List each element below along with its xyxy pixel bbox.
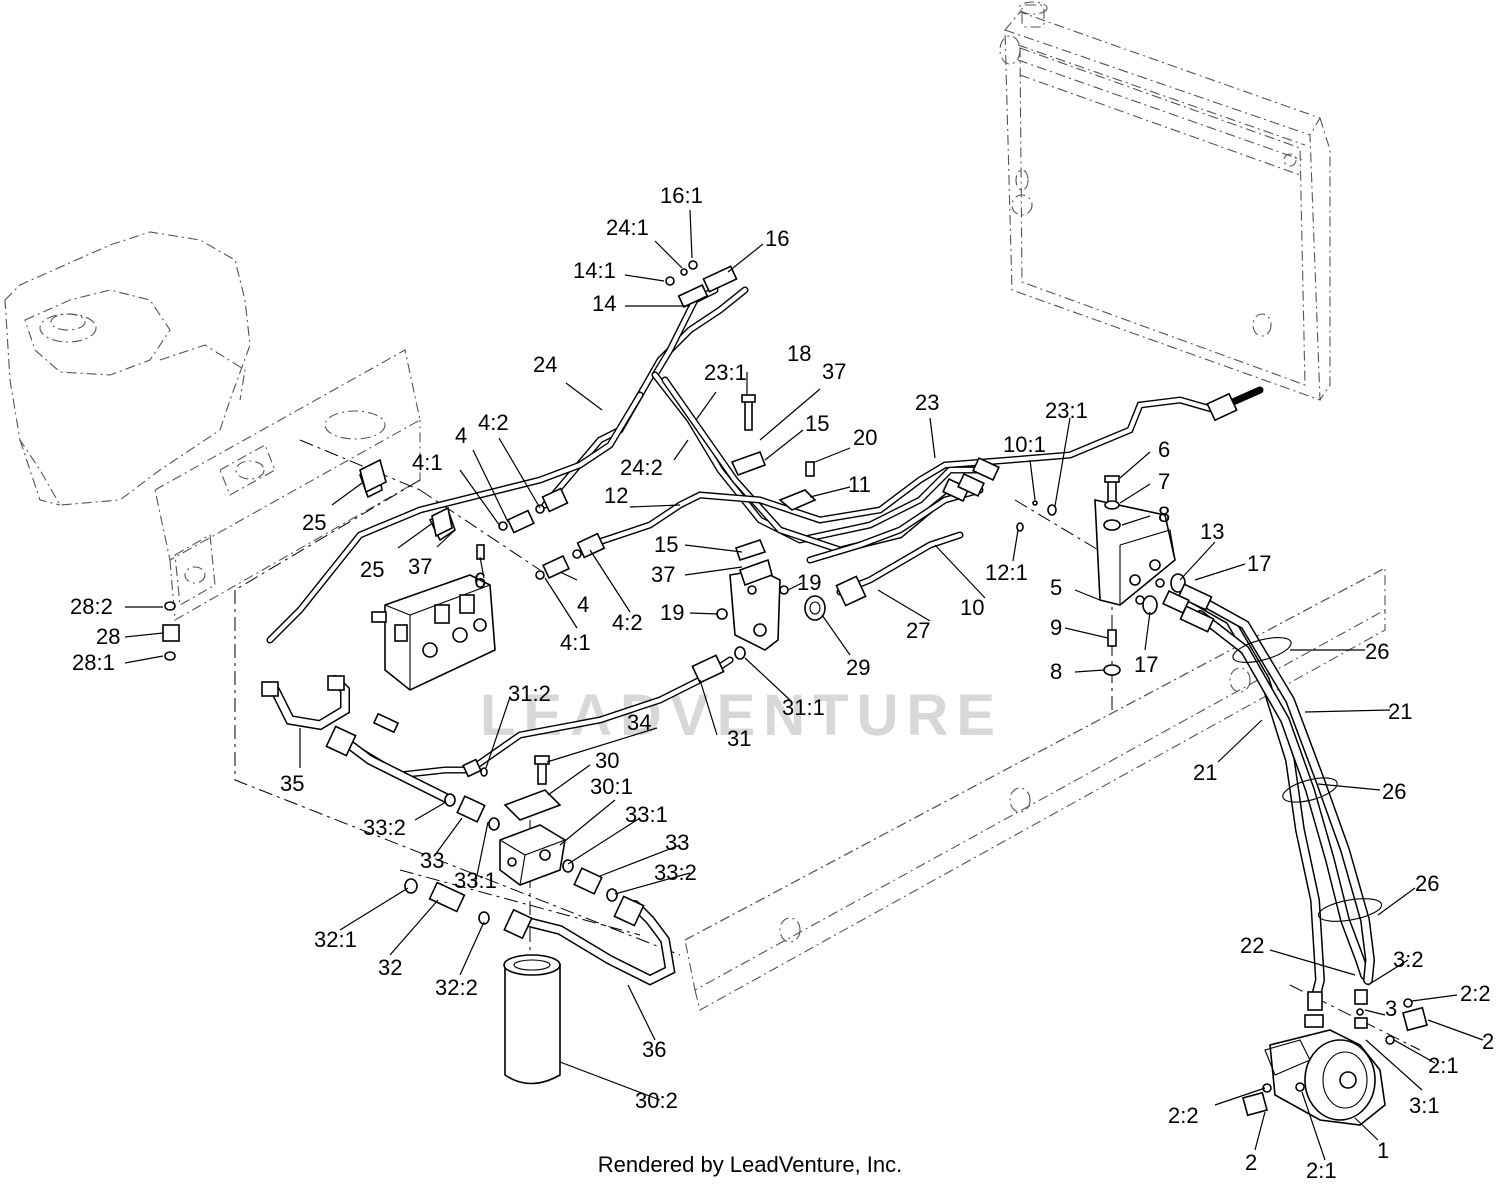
rear-frame-rail-phantom: [684, 567, 1386, 1011]
callout-label: 8: [1050, 659, 1062, 684]
callout-label: 27: [906, 618, 930, 643]
callout-label: 11: [848, 472, 871, 497]
callout-label: 36: [642, 1037, 666, 1062]
fittings: [162, 260, 1428, 1117]
callout-label: 31:1: [782, 695, 825, 720]
callout-label: 10:1: [1003, 432, 1046, 457]
oil-filter-30-2: [503, 954, 561, 1085]
callout-label: 32:1: [314, 927, 357, 952]
callout-label: 23:1: [704, 360, 747, 385]
callout-label: 28:1: [72, 650, 115, 675]
callout-label: 3:2: [1393, 947, 1424, 972]
callout-label: 23:1: [1045, 398, 1088, 423]
callout-label: 33: [420, 848, 444, 873]
callout-label: 5: [1050, 575, 1062, 600]
callout-label: 16: [765, 226, 789, 251]
callout-label: 4:1: [560, 630, 591, 655]
callout-label: 34: [627, 710, 651, 735]
callout-label: 31:2: [508, 681, 551, 706]
callout-label: 4:2: [478, 410, 509, 435]
callout-label: 37: [408, 554, 432, 579]
callout-label: 12:1: [985, 560, 1028, 585]
callout-label: 7: [1158, 469, 1170, 494]
callout-label: 25: [302, 510, 326, 535]
callout-label: 25: [360, 557, 384, 582]
callout-label: 26: [1415, 871, 1439, 896]
callout-label: 13: [1200, 519, 1224, 544]
callout-label: 17: [1134, 652, 1158, 677]
callout-label: 18: [787, 341, 811, 366]
render-credit: Rendered by LeadVenture, Inc.: [597, 1152, 903, 1177]
callout-label: 4:2: [612, 610, 643, 635]
callout-label: 37: [822, 359, 846, 384]
callout-label: 26: [1365, 639, 1389, 664]
callout-label: 14: [592, 291, 616, 316]
watermark: LEADVENTURE: [480, 683, 1003, 748]
callout-label: 9: [1050, 615, 1062, 640]
callout-label: 16:1: [660, 183, 703, 208]
callout-label: 37: [651, 562, 675, 587]
callout-label: 22: [1240, 933, 1264, 958]
control-valve: [371, 574, 496, 691]
radiator-phantom: [999, 1, 1331, 401]
callout-label: 19: [660, 600, 684, 625]
callout-labels: 16:1 24:1 16 14:1 14 24 18 23:1 37 15 23…: [70, 183, 1494, 1183]
callout-label: 2:2: [1168, 1103, 1199, 1128]
callout-label: 28:2: [70, 594, 113, 619]
callout-label: 4: [577, 592, 589, 617]
callout-label: 32: [378, 955, 402, 980]
filter-head-30-1: [499, 789, 566, 886]
callout-label: 33:2: [654, 860, 697, 885]
callout-label: 33:1: [625, 802, 668, 827]
callout-label: 24:1: [606, 215, 649, 240]
callout-label: 31: [727, 726, 751, 751]
callout-label: 33:1: [454, 868, 497, 893]
callout-label: 28: [96, 624, 120, 649]
callout-label: 21: [1388, 699, 1412, 724]
pump-1: [1264, 1029, 1386, 1126]
callout-label: 3: [1385, 996, 1397, 1021]
callout-label: 30: [595, 748, 619, 773]
callout-label: 1: [1377, 1138, 1389, 1163]
callout-label: 19: [797, 570, 821, 595]
callout-label: 3:1: [1409, 1093, 1440, 1118]
leader-lines: [124, 209, 1484, 1161]
callout-label: 29: [846, 655, 870, 680]
callout-label: 17: [1247, 551, 1271, 576]
callout-label: 2:1: [1428, 1053, 1459, 1078]
callout-label: 4: [455, 423, 467, 448]
callout-label: 24: [533, 352, 557, 377]
callout-label: 33:2: [363, 815, 406, 840]
callout-label: 12: [604, 483, 628, 508]
fuel-tank-phantom: [4, 231, 251, 506]
callout-label: 33: [665, 830, 689, 855]
callout-label: 24:2: [620, 455, 663, 480]
callout-label: 15: [654, 532, 678, 557]
callout-label: 23: [915, 390, 939, 415]
callout-label: 35: [280, 771, 304, 796]
callout-label: 14:1: [573, 258, 616, 283]
callout-label: 20: [853, 425, 877, 450]
callout-label: 30:1: [590, 774, 633, 799]
front-frame-rail-phantom: [154, 349, 421, 621]
callout-label: 6: [474, 568, 486, 593]
callout-label: 26: [1382, 779, 1406, 804]
callout-label: 15: [805, 411, 829, 436]
callout-label: 30:2: [635, 1088, 678, 1113]
callout-label: 2:1: [1306, 1158, 1337, 1183]
hydraulic-lines: [266, 286, 1376, 1005]
callout-label: 32:2: [435, 975, 478, 1000]
callout-label: 2: [1482, 1029, 1494, 1054]
callout-label: 8: [1158, 502, 1170, 527]
callout-label: 6: [1158, 437, 1170, 462]
callout-label: 10: [960, 595, 984, 620]
callout-label: 21: [1193, 760, 1217, 785]
callout-label: 4:1: [412, 450, 443, 475]
callout-label: 2:2: [1460, 981, 1491, 1006]
callout-label: 2: [1245, 1150, 1257, 1175]
